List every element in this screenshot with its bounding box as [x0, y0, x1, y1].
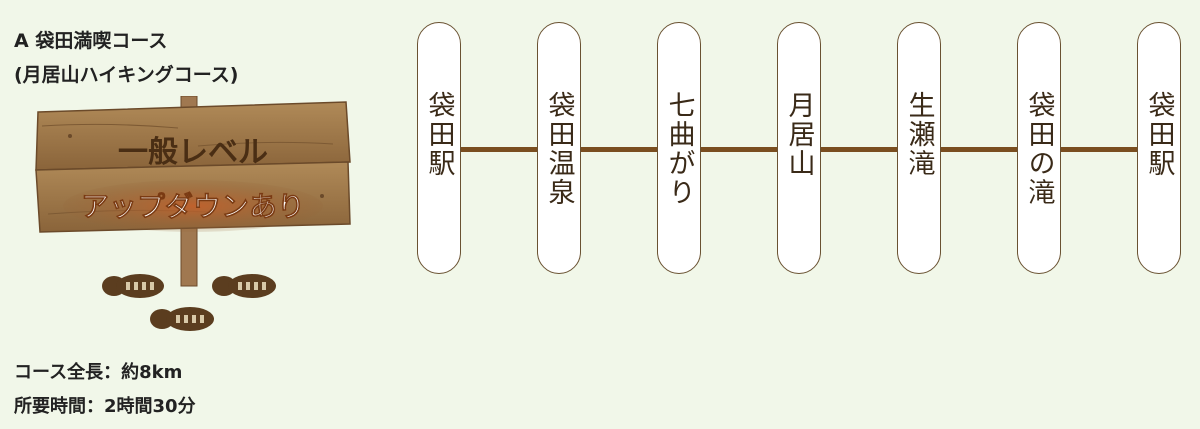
course-title-line2: (月居山ハイキングコース) [14, 64, 239, 86]
station-name: 月居山 [783, 91, 815, 178]
difficulty-sign: 一般レベル アップダウンあり [35, 96, 351, 331]
station-4: 月居山 [777, 22, 821, 274]
course-title: A 袋田満喫コース (月居山ハイキングコース) [14, 24, 384, 92]
sign-feature-text: アップダウンあり [81, 190, 305, 223]
station-name: 袋田温泉 [543, 91, 575, 207]
station-name: 七曲がり [663, 91, 695, 207]
station-3: 七曲がり [657, 22, 701, 274]
station-name: 袋田の滝 [1023, 91, 1055, 207]
station-name: 生瀬滝 [903, 91, 935, 178]
station-6: 袋田の滝 [1017, 22, 1061, 274]
station-5: 生瀬滝 [897, 22, 941, 274]
sign-board [35, 101, 351, 233]
footprints-icon [102, 274, 276, 331]
station-7: 袋田駅 [1137, 22, 1181, 274]
sign-level-text: 一般レベル [118, 135, 268, 170]
course-title-line1: A 袋田満喫コース [14, 30, 168, 52]
station-name: 袋田駅 [1143, 91, 1175, 178]
station-1: 袋田駅 [417, 22, 461, 274]
course-length: コース全長：約8km [14, 362, 183, 383]
course-stats: コース全長：約8km 所要時間：2時間30分 [14, 356, 196, 424]
station-name: 袋田駅 [423, 91, 455, 178]
course-time: 所要時間：2時間30分 [14, 396, 196, 417]
station-2: 袋田温泉 [537, 22, 581, 274]
